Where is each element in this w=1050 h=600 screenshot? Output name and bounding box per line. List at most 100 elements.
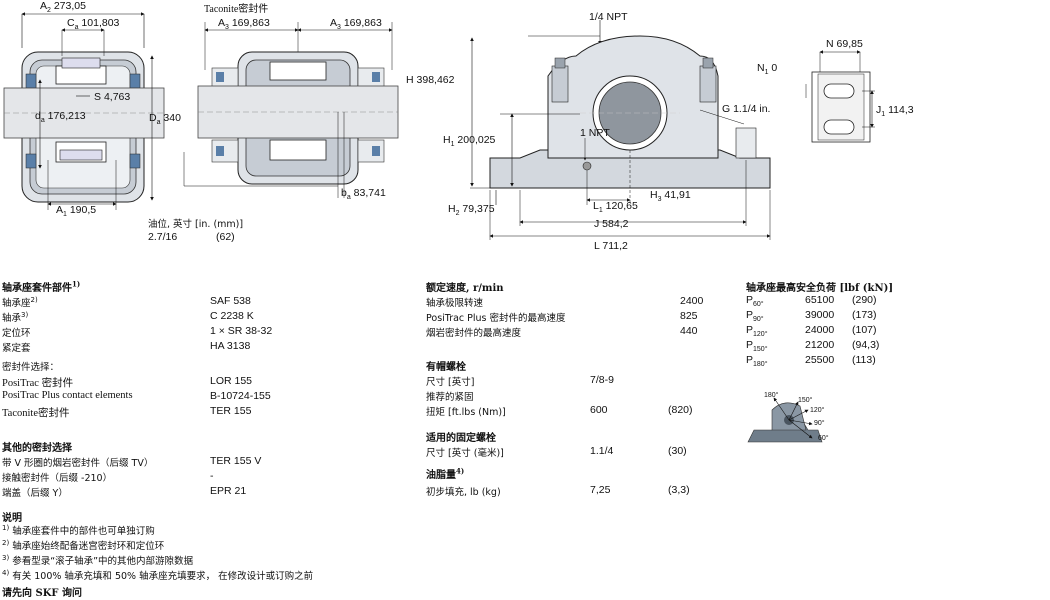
load-row-label: P120° [746, 324, 768, 339]
load-row-value-kn: (94,3) [852, 339, 880, 351]
load-row-label: P90° [746, 309, 764, 324]
other-seals-title: 其他的密封选择 [2, 443, 72, 454]
speed-row-value: 825 [680, 310, 698, 322]
dim-A3-left: A3 169,863 [218, 17, 270, 32]
angle-label: 60° [818, 435, 829, 442]
fixbolts-title: 适用的固定螺栓 [426, 433, 496, 444]
load-row-value-kn: (113) [852, 354, 876, 366]
dim-A1: A1 190,5 [56, 204, 97, 219]
dim-npt1: 1 NPT [580, 127, 610, 139]
load-row-value: 25500 [805, 354, 835, 366]
load-row-value: 65100 [805, 294, 835, 306]
dim-L1: L1 120,65 [593, 200, 638, 215]
dim-da: da 176,213 [35, 110, 86, 125]
load-row-value-kn: (107) [852, 324, 877, 336]
grease-row-value-kg: (3,3) [668, 484, 690, 496]
load-row-label: P180° [746, 354, 768, 369]
load-row-value-kn: (290) [852, 294, 877, 306]
seal-selection-title: 密封件选择： [2, 362, 60, 373]
other-seal-value: - [210, 470, 214, 482]
notes-footer: 请先向 SKF 询问 [2, 588, 82, 599]
assembly-row-value: HA 3138 [210, 340, 251, 352]
load-row-value-kn: (173) [852, 309, 877, 321]
dim-H1: H1 200,025 [443, 134, 496, 149]
capbolt-row-value-mm: (820) [668, 404, 693, 416]
capbolt-row-label: 尺寸 [英寸] [426, 377, 475, 388]
dim-H2: H2 79,375 [448, 203, 495, 218]
taconite-title: Taconite密封件 [204, 4, 269, 15]
load-direction-diagram [747, 397, 823, 443]
capbolt-row-label: 推荐的紧固 [426, 392, 474, 403]
speed-row-label: PosiTrac Plus 密封件的最高速度 [426, 313, 566, 324]
note-item: 1) 轴承座套件中的部件也可单独订购 [2, 523, 155, 537]
assembly-row-label: 轴承3) [2, 310, 29, 324]
assembly-row-value: SAF 538 [210, 295, 251, 307]
other-seal-value: EPR 21 [210, 485, 247, 497]
angle-label: 90° [814, 420, 825, 427]
speed-title: 额定速度, r/min [426, 283, 504, 294]
seal-row-value: B-10724-155 [210, 390, 271, 402]
assembly-row-value: C 2238 K [210, 310, 254, 322]
speed-row-label: 轴承极限转速 [426, 298, 484, 309]
load-row-value: 39000 [805, 309, 835, 321]
speed-row-value: 440 [680, 325, 698, 337]
fixbolt-row-value: 1.1/4 [590, 445, 614, 457]
assembly-title: 轴承座套件部件1) [2, 279, 81, 294]
dim-H3: H3 41,91 [650, 189, 691, 204]
oil-level-label: 油位, 英寸 [in. (mm)] [148, 219, 244, 230]
other-seal-label: 接触密封件（后缀 -210） [2, 473, 113, 484]
capbolts-title: 有帽螺栓 [426, 362, 466, 373]
other-seal-value: TER 155 V [210, 455, 262, 467]
dim-Ca: Ca 101,803 [67, 17, 120, 32]
dim-S: S 4,763 [94, 91, 131, 103]
capbolt-row-value: 7/8-9 [590, 374, 614, 386]
other-seal-label: 带 V 形圈的烟岩密封件（后缀 TV） [2, 458, 154, 469]
dim-N1: N1 0 [757, 62, 778, 77]
load-row-value: 24000 [805, 324, 835, 336]
angle-label: 150° [798, 397, 813, 404]
seal-row-label: Taconite密封件 [2, 408, 70, 419]
middle-section-view [183, 22, 399, 198]
capbolt-row-value: 600 [590, 404, 608, 416]
dim-A3-right: A3 169,863 [330, 17, 382, 32]
dim-J: J 584,2 [594, 218, 629, 230]
load-row-label: P60° [746, 294, 764, 309]
load-row-value: 21200 [805, 339, 835, 351]
grease-row-label: 初步填充, lb (kg) [426, 487, 501, 498]
load-row-label: P150° [746, 339, 768, 354]
angle-label: 180° [764, 392, 779, 399]
note-item: 3) 参看型录“滚子轴承”中的其他内部游隙数据 [2, 553, 194, 567]
seal-row-value: LOR 155 [210, 375, 253, 387]
left-section-view [3, 12, 165, 210]
assembly-row-label: 定位环 [2, 328, 31, 339]
dim-A2: A2 273,05 [40, 0, 86, 15]
speed-row-value: 2400 [680, 295, 704, 307]
assembly-row-label: 紧定套 [2, 343, 31, 354]
oil-level-mm: (62) [216, 231, 235, 243]
dim-J1: J1 114,3 [876, 104, 914, 119]
assembly-row-value: 1 × SR 38-32 [210, 325, 273, 337]
dim-N: N 69,85 [826, 38, 863, 50]
notes-title: 说明 [2, 513, 22, 524]
grease-row-value: 7,25 [590, 484, 611, 496]
seal-row-label: PosiTrac 密封件 [2, 378, 74, 389]
note-item: 2) 轴承座始终配备迷宫密封环和定位环 [2, 538, 165, 552]
angle-label: 120° [810, 407, 825, 414]
fixbolt-row-value-mm: (30) [668, 445, 687, 457]
dim-H: H 398,462 [406, 74, 455, 86]
capbolt-row-label: 扭矩 [ft.lbs (Nm)] [426, 407, 506, 418]
assembly-row-label: 轴承座2) [2, 295, 38, 309]
dim-ba: ba 83,741 [341, 187, 386, 202]
fixbolt-row-label: 尺寸 [英寸 (毫米)] [426, 448, 504, 459]
dim-G: G 1.1/4 in. [722, 103, 771, 115]
grease-title: 油脂量4) [426, 466, 465, 481]
speed-row-label: 烟岩密封件的最高速度 [426, 328, 522, 339]
seal-row-value: TER 155 [210, 405, 252, 417]
front-view [470, 20, 771, 240]
other-seal-label: 端盖（后缀 Y） [2, 488, 68, 499]
seal-row-label: PosiTrac Plus contact elements [2, 390, 133, 401]
dim-Da: Da 340 [149, 112, 181, 127]
slot-detail-view [805, 50, 875, 143]
dim-npt-top: 1/4 NPT [589, 11, 628, 23]
